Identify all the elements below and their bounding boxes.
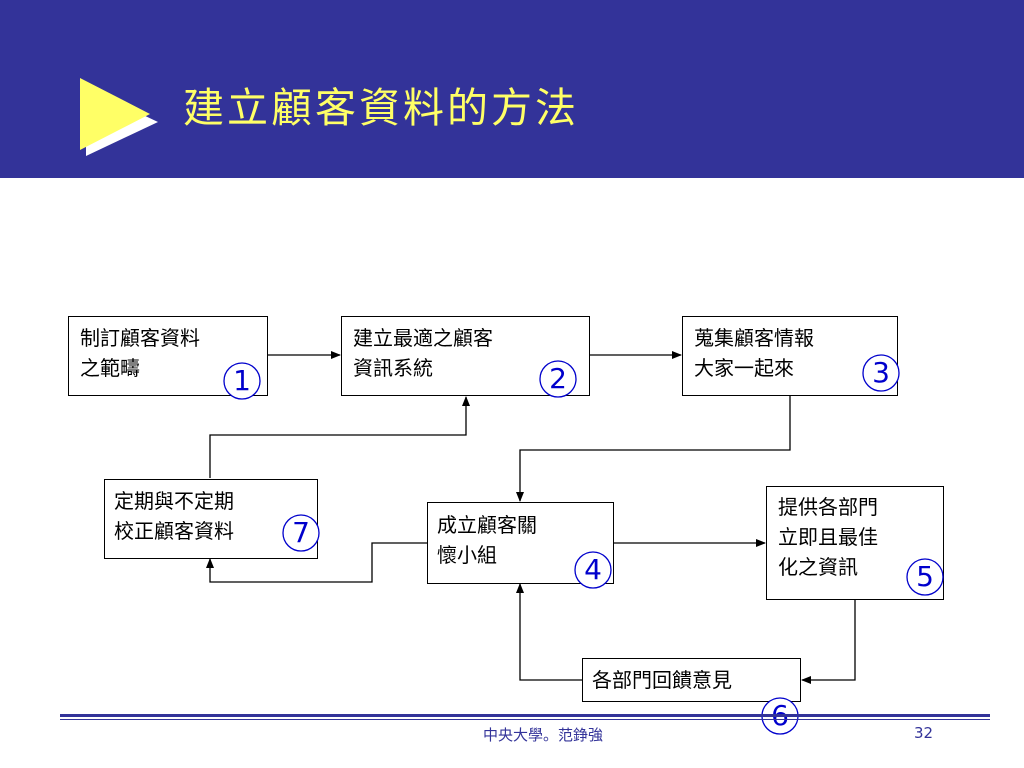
step-number-circle-7	[282, 514, 320, 552]
connector-s3-s4	[516, 396, 791, 502]
step-number-4: 4	[584, 553, 602, 586]
step-label-4: 成立顧客關 懷小組	[437, 513, 537, 567]
step-box-3	[682, 316, 898, 396]
footer-rule-thin	[60, 719, 990, 720]
step-number-circle-3	[862, 354, 900, 392]
slide-header: 建立顧客資料的方法	[0, 0, 1024, 178]
step-box-6	[582, 658, 801, 702]
step-label-5: 提供各部門 立即且最佳 化之資訊	[778, 495, 878, 579]
step-number-1: 1	[233, 364, 251, 397]
footer-page-number: 32	[914, 724, 934, 742]
step-number-5: 5	[916, 560, 934, 593]
step-number-circle-4	[574, 551, 612, 589]
yellow-arrow-bullet-icon	[80, 78, 158, 156]
step-box-7	[104, 479, 318, 559]
step-label-1: 制訂顧客資料 之範疇	[80, 326, 200, 380]
step-label-3: 蒐集顧客情報 大家一起來	[694, 326, 814, 380]
connector-s6-s4	[516, 583, 582, 681]
step-number-circle-1	[223, 362, 261, 400]
footer-author: 中央大學。范錚強	[483, 726, 604, 744]
slide-title: 建立顧客資料的方法	[183, 84, 579, 132]
step-label-7: 定期與不定期 校正顧客資料	[114, 489, 234, 543]
step-number-3: 3	[872, 356, 890, 389]
connector-s4-s7	[206, 542, 427, 583]
connector-s7-s2	[209, 396, 470, 478]
step-label-6: 各部門回饋意見	[592, 668, 732, 692]
step-label-2: 建立最適之顧客 資訊系統	[353, 326, 493, 380]
step-number-circle-2	[539, 360, 577, 398]
step-number-7: 7	[292, 516, 310, 549]
step-number-2: 2	[549, 362, 567, 395]
connector-s5-s6	[801, 600, 856, 684]
step-number-circle-5	[906, 558, 944, 596]
footer-rule-thick	[60, 714, 990, 717]
